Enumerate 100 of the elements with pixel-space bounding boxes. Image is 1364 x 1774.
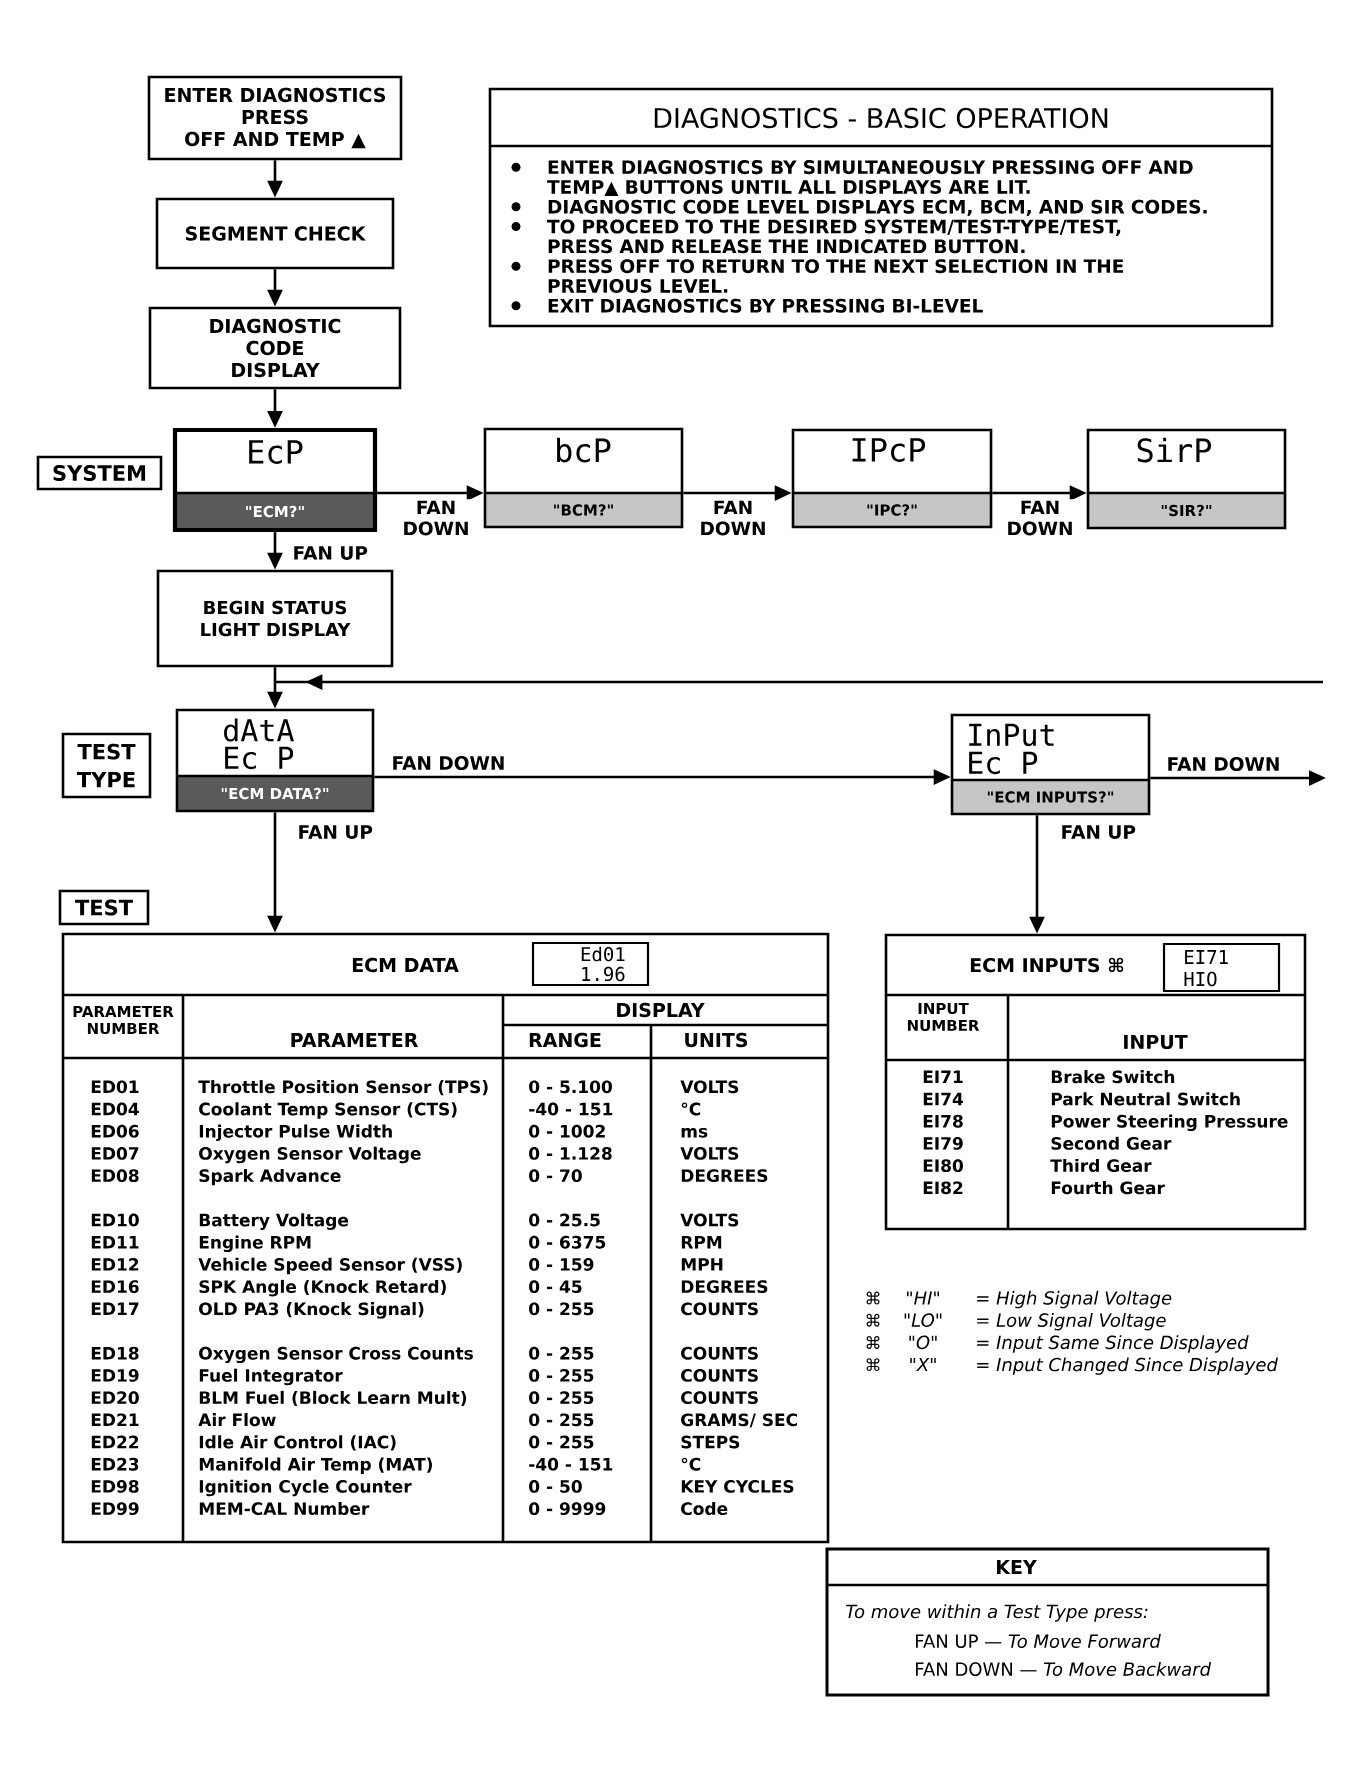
unit-label: °C (681, 1457, 701, 1471)
input-name: Fourth Gear (1051, 1181, 1165, 1195)
parameter-name: Idle Air Control (IAC) (199, 1435, 396, 1451)
unit-label: COUNTS (681, 1369, 758, 1382)
range-value: 0 - 70 (529, 1169, 582, 1183)
signal-meaning: = Input Changed Since Displayed (977, 1357, 1278, 1375)
range-value: 0 - 50 (529, 1480, 582, 1493)
column-header: DISPLAY (617, 1002, 705, 1018)
key-text: FAN DOWN — To Move Backward (916, 1662, 1212, 1676)
parameter-name: Oxygen Sensor Voltage (199, 1146, 421, 1164)
level-tag: TEST TYPE (61, 732, 152, 799)
segment-readout: dAtA (224, 718, 294, 742)
signal-code: "HI" (907, 1291, 939, 1305)
range-value: 0 - 25.5 (529, 1213, 600, 1227)
instruction-text: PRESS OFF TO RETURN TO THE NEXT SELECTION IN THE PREVIOUS LEVEL. (548, 259, 1124, 293)
signal-meaning: = Input Same Since Displayed (977, 1335, 1249, 1353)
unit-label: DEGREES (681, 1280, 768, 1294)
prompt-band: "IPC?" (793, 493, 991, 527)
level-tag: TEST (58, 889, 150, 926)
parameter-code: ED07 (91, 1147, 139, 1160)
range-value: 0 - 255 (529, 1435, 594, 1449)
unit-label: RPM (681, 1236, 722, 1249)
display-box (175, 708, 375, 813)
footnote-mark: ⌘ (866, 1313, 880, 1327)
parameter-name: Vehicle Speed Sensor (VSS) (198, 1257, 462, 1275)
range-value: 0 - 9999 (529, 1502, 606, 1516)
segment-readout: Ec P (969, 751, 1038, 775)
unit-label: STEPS (681, 1435, 740, 1449)
column-header: INPUT NUMBER (907, 1002, 980, 1032)
unit-label: KEY CYCLES (681, 1480, 794, 1493)
parameter-code: ED12 (91, 1258, 139, 1271)
parameter-name: Manifold Air Temp (MAT) (199, 1457, 432, 1474)
edge-label: FAN DOWN (998, 499, 1082, 537)
segment-readout: IPcP (852, 438, 926, 462)
parameter-name: SPK Angle (Knock Retard) (199, 1279, 446, 1297)
unit-label: GRAMS/ SEC (681, 1413, 797, 1428)
parameter-name: Coolant Temp Sensor (CTS) (199, 1102, 457, 1119)
column-header: UNITS (685, 1032, 748, 1048)
data-table (61, 932, 830, 1544)
edge-label: FAN DOWN (1165, 755, 1282, 773)
input-name: Second Gear (1051, 1136, 1172, 1150)
parameter-code: ED11 (91, 1236, 139, 1249)
parameter-name: Oxygen Sensor Cross Counts (199, 1346, 473, 1364)
parameter-name: Engine RPM (199, 1235, 311, 1253)
unit-label: COUNTS (681, 1391, 758, 1405)
segment-readout: Ed01 (581, 946, 625, 962)
range-value: 0 - 255 (529, 1369, 594, 1382)
segment-readout: 1.96 (582, 966, 625, 982)
parameter-code: ED18 (91, 1346, 139, 1360)
edge-label: FAN DOWN (394, 499, 478, 537)
panel-heading: DIAGNOSTICS - BASIC OPERATION (654, 107, 1108, 129)
range-value: 0 - 45 (529, 1280, 582, 1294)
display-box (950, 713, 1151, 816)
unit-label: °C (681, 1102, 701, 1116)
process-box: DIAGNOSTIC CODE DISPLAY (148, 306, 402, 390)
info-panel (488, 87, 1274, 328)
parameter-code: ED21 (91, 1413, 139, 1426)
footnote-mark: ⌘ (866, 1291, 880, 1305)
arrow (275, 674, 1323, 690)
display-box (791, 428, 993, 529)
range-value: 0 - 255 (529, 1346, 594, 1360)
parameter-code: ED98 (91, 1480, 139, 1493)
range-value: 0 - 159 (529, 1258, 594, 1271)
parameter-code: ED16 (91, 1280, 139, 1294)
segment-readout: bcP (557, 437, 611, 463)
display-box (172, 427, 378, 533)
column-header: RANGE (529, 1032, 601, 1048)
process-box: SEGMENT CHECK (155, 197, 395, 270)
column-header: PARAMETER NUMBER (73, 1005, 174, 1035)
instruction-text: ENTER DIAGNOSTICS BY SIMULTANEOUSLY PRESSING OFF AND TEMP▲ BUTTONS UNTIL ALL DISPLAYS ARE LIT. (547, 160, 1193, 196)
data-table (884, 933, 1307, 1231)
instruction-text: DIAGNOSTIC CODE LEVEL DISPLAYS ECM, BCM, AND SIR CODES. (548, 199, 1207, 217)
prompt-band: "ECM INPUTS?" (952, 780, 1149, 814)
range-value: -40 - 151 (529, 1457, 613, 1471)
parameter-name: Spark Advance (199, 1168, 341, 1186)
signal-code: "X" (910, 1358, 936, 1372)
input-code: EI74 (923, 1092, 963, 1106)
input-code: EI80 (923, 1159, 963, 1173)
input-name: Third Gear (1050, 1158, 1152, 1173)
parameter-name: Throttle Position Sensor (TPS) (198, 1080, 488, 1096)
key-text: FAN UP — To Move Forward (916, 1634, 1161, 1648)
parameter-name: Ignition Cycle Counter (199, 1479, 412, 1497)
column-header: PARAMETER (291, 1033, 418, 1047)
range-value: -40 - 151 (529, 1102, 613, 1116)
range-value: 0 - 255 (529, 1302, 594, 1316)
segment-readout: EcP (249, 440, 303, 464)
unit-label: Code (681, 1501, 728, 1516)
range-value: 0 - 1002 (529, 1124, 605, 1138)
table-title: ECM DATA (352, 957, 459, 973)
parameter-code: ED04 (91, 1102, 139, 1116)
range-value: 0 - 1.128 (529, 1147, 612, 1160)
footnote-mark: ⌘ (866, 1336, 880, 1349)
range-value: 0 - 255 (529, 1413, 594, 1427)
parameter-name: MEM-CAL Number (199, 1501, 370, 1516)
signal-meaning: = High Signal Voltage (977, 1290, 1172, 1309)
column-header: INPUT (1124, 1034, 1188, 1050)
segment-readout: EI71 (1185, 950, 1228, 964)
range-value: 0 - 6375 (529, 1235, 606, 1249)
parameter-code: ED10 (91, 1213, 139, 1227)
segment-readout: Ec P (225, 746, 294, 770)
